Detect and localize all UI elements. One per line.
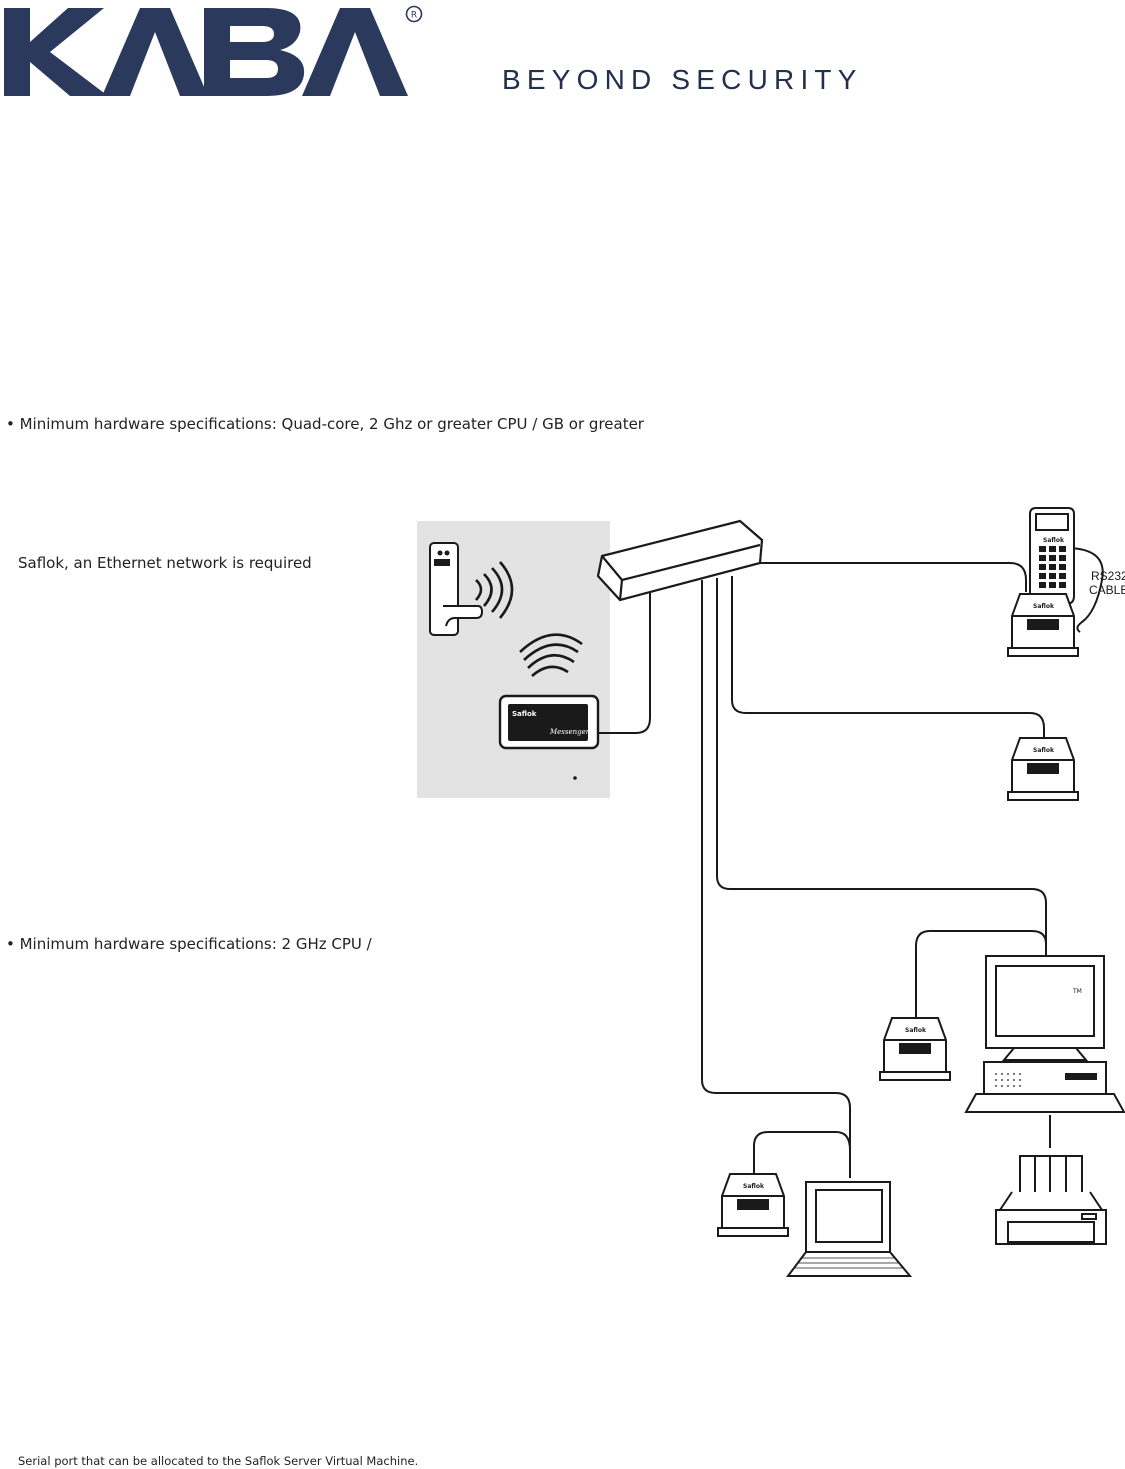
svg-text:R: R xyxy=(411,11,417,21)
messenger-unit: Saflok Messenger xyxy=(498,694,600,780)
footer-note: Serial port that can be allocated to the… xyxy=(18,1454,419,1468)
cable-label: CABLE xyxy=(1089,583,1125,597)
door-lock xyxy=(429,542,484,636)
rs232-label: RS232 xyxy=(1091,569,1125,583)
trademark-mark: TM xyxy=(1072,988,1082,995)
encoder-4-brand-label: Saflok xyxy=(743,1183,765,1190)
kaba-logo: R xyxy=(4,5,423,96)
card-encoder-1 xyxy=(1007,593,1079,657)
handheld-programmer xyxy=(1029,507,1075,605)
encoder-1-brand-label: Saflok xyxy=(1033,603,1055,610)
workstation-hardware-spec: • Minimum hardware specifications: 2 GHz… xyxy=(6,935,372,953)
card-encoder-3 xyxy=(879,1017,951,1081)
card-encoder-2 xyxy=(1007,737,1079,801)
encoder-3-brand-label: Saflok xyxy=(905,1027,927,1034)
brand-tagline: BEYOND SECURITY xyxy=(502,64,863,95)
messenger-model-label: Messenger xyxy=(549,728,590,736)
network-hub xyxy=(596,519,764,602)
messenger-brand-label: Saflok xyxy=(512,710,537,718)
messenger-wireless-icon xyxy=(519,633,583,677)
server-hardware-spec: • Minimum hardware specifications: Quad-… xyxy=(6,415,644,433)
handheld-brand-label: Saflok xyxy=(1043,537,1065,544)
card-encoder-4 xyxy=(717,1173,789,1237)
laptop-computer xyxy=(786,1181,913,1277)
lock-wireless-icon xyxy=(475,561,514,619)
network-cables xyxy=(598,547,1104,1178)
desktop-computer xyxy=(964,955,1125,1113)
printer xyxy=(995,1155,1107,1245)
encoder-2-brand-label: Saflok xyxy=(1033,747,1055,754)
network-requirement: Saflok, an Ethernet network is required xyxy=(18,554,312,572)
